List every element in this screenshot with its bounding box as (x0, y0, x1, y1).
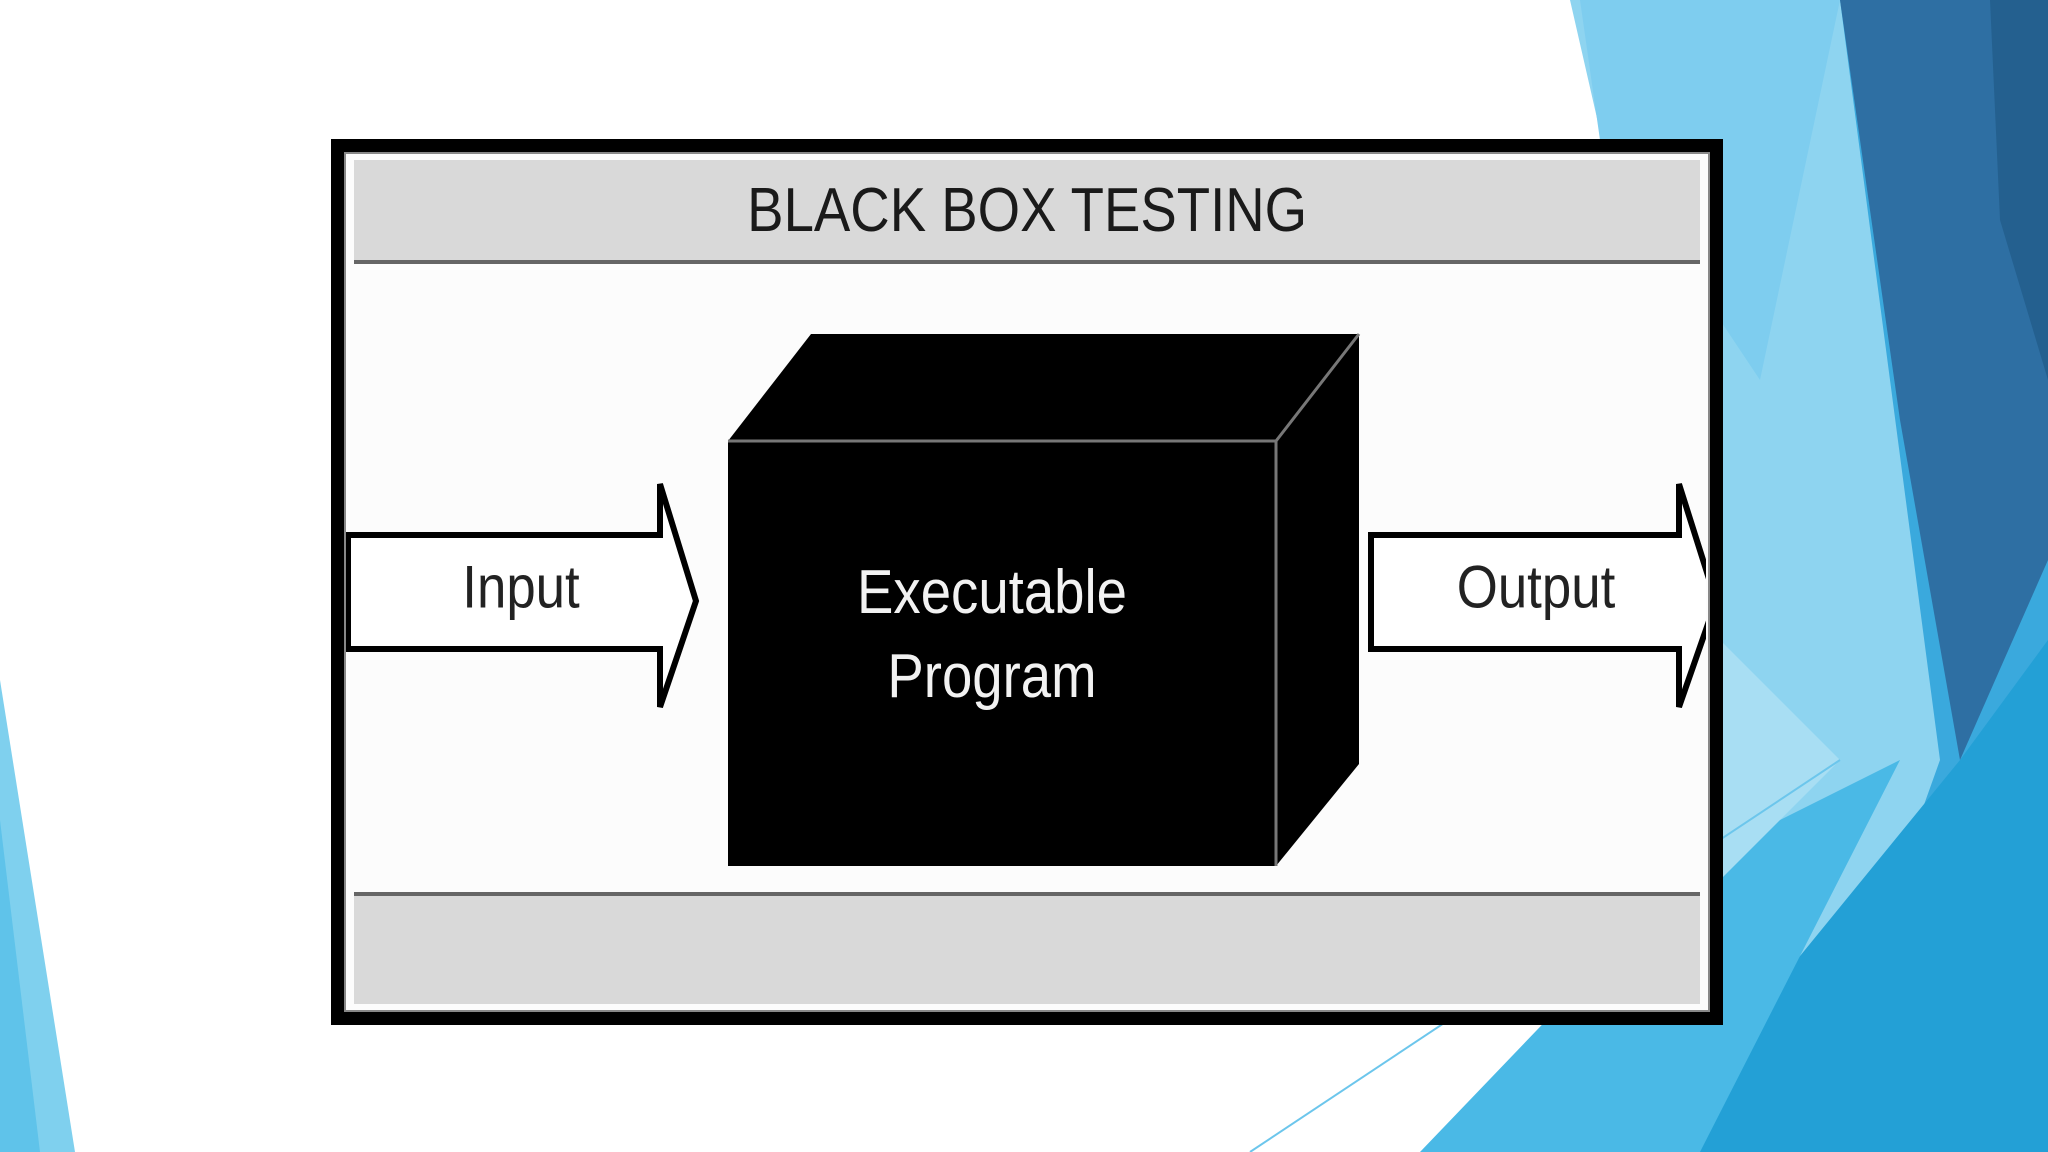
bg-facet-bright (1640, 640, 2048, 1152)
diagram-title: BLACK BOX TESTING (747, 175, 1307, 245)
bottom-band (354, 892, 1700, 1004)
box-top-face (728, 334, 1359, 441)
title-band: BLACK BOX TESTING (354, 160, 1700, 264)
input-label: Input (462, 553, 580, 621)
box-label-line2: Program (887, 642, 1097, 711)
bg-facet-pale (1700, 640, 1840, 900)
box-side-face (1276, 334, 1359, 866)
bg-facet-dark-2 (1990, 0, 2048, 380)
diagram-canvas: BLACK BOX TESTING Input Output Executabl… (344, 152, 1710, 1012)
box-label: Executable Program (857, 551, 1127, 719)
output-arrow (1368, 483, 1706, 708)
bg-facet-left-2 (0, 820, 40, 1152)
bg-facet-dark (1840, 0, 2048, 760)
output-label: Output (1456, 553, 1616, 621)
diagram-shapes (346, 333, 1706, 866)
diagram-frame: BLACK BOX TESTING Input Output Executabl… (331, 139, 1723, 1025)
input-arrow (346, 483, 700, 708)
box-label-line1: Executable (857, 558, 1127, 627)
box-front-face (728, 441, 1276, 866)
